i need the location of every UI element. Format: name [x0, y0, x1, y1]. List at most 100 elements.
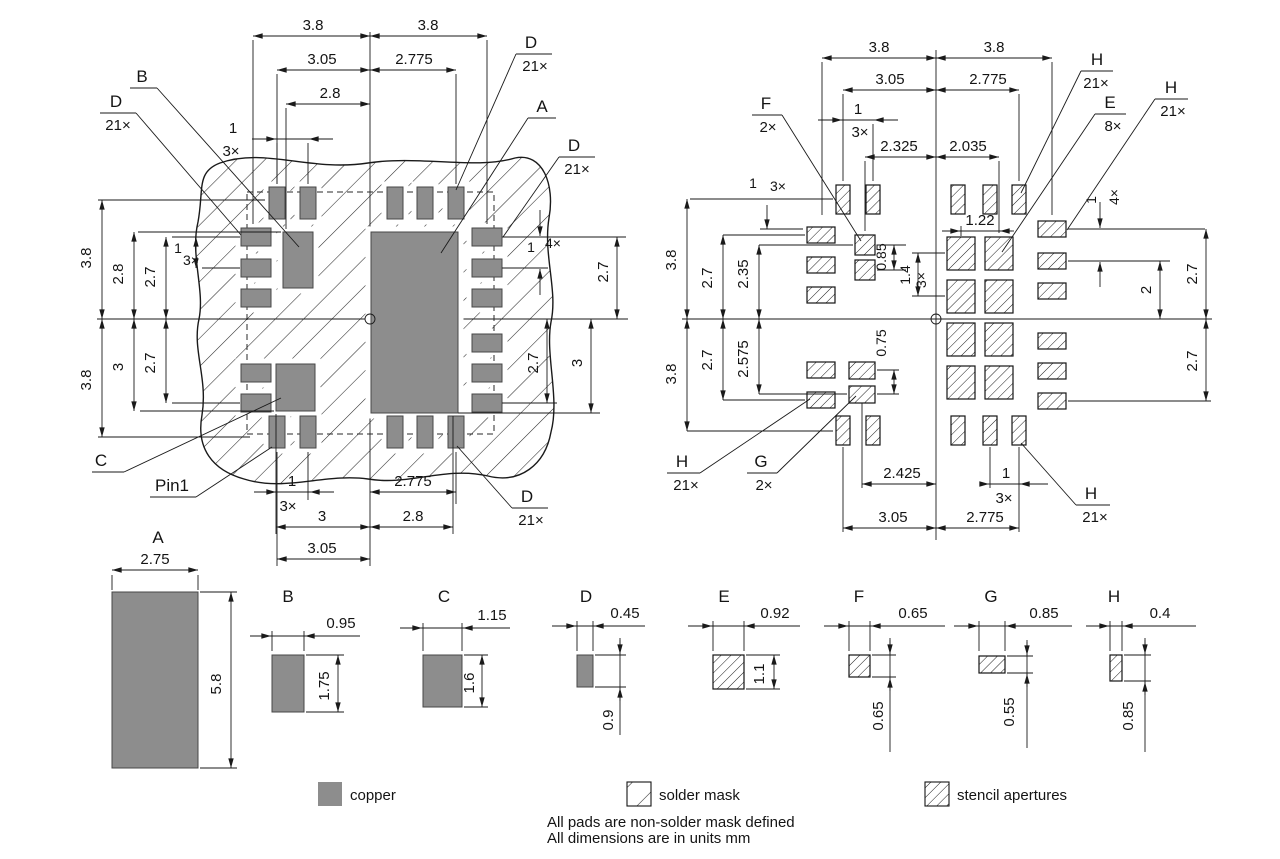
legend-solder-mask-label: solder mask [659, 787, 740, 804]
aperture-f [854, 234, 876, 256]
detail-width: 0.65 [898, 605, 927, 622]
ref-qty: 21× [522, 58, 547, 75]
dim-value: 0.75 [873, 329, 889, 356]
dim-qty: 4× [1106, 189, 1122, 205]
aperture-h [1011, 184, 1027, 215]
stencil-swatch [924, 781, 950, 807]
pad-detail-g: G 0.85 0.55 [954, 587, 1072, 748]
ref-qty: 21× [564, 161, 589, 178]
ref-qty: 21× [673, 477, 698, 494]
pad-d [471, 393, 503, 413]
aperture-h [1037, 282, 1067, 300]
dim-value: 2.7 [1184, 264, 1201, 285]
copper-pads [240, 186, 503, 449]
legend-stencil-label: stencil apertures [957, 787, 1067, 804]
ref-label-c: C [95, 451, 107, 470]
dim-value: 2 [1138, 286, 1155, 294]
detail-label: B [282, 587, 293, 606]
dim-value: 1.4 [897, 265, 913, 285]
ref-label-a: A [536, 97, 548, 116]
ref-label-h: H [676, 452, 688, 471]
aperture-e [946, 322, 976, 357]
ref-label-pin1: Pin1 [155, 476, 189, 495]
ref-label-h: H [1165, 78, 1177, 97]
dim-qty: 3× [183, 252, 199, 268]
dim-value: 1 [229, 120, 237, 137]
note-units: All dimensions are in units mm [547, 830, 750, 847]
ref-qty: 21× [1082, 509, 1107, 526]
dim-value: 2.7 [142, 353, 159, 374]
aperture-h [806, 391, 836, 409]
detail-label: E [718, 587, 729, 606]
ref-qty: 2× [755, 477, 772, 494]
detail-width: 0.92 [760, 605, 789, 622]
aperture-h [835, 184, 851, 215]
note-mask-defined: All pads are non-solder mask defined [547, 814, 795, 831]
pad-d [416, 186, 434, 220]
dim-value: 2.425 [883, 465, 921, 482]
dim-value: 2.775 [966, 509, 1004, 526]
pad-shape [111, 591, 199, 769]
pad-detail-f: F 0.65 0.65 [824, 587, 945, 752]
aperture-g [848, 385, 876, 404]
pad-d [299, 415, 317, 449]
dim-value: 2.8 [403, 508, 424, 525]
ref-qty: 2× [759, 119, 776, 136]
pad-detail-h: H 0.4 0.85 [1086, 587, 1196, 752]
pad-detail-e: E 0.92 1.1 [688, 587, 800, 690]
pad-d [240, 258, 272, 278]
pad-d [447, 415, 465, 449]
ref-qty: 21× [105, 117, 130, 134]
detail-label: H [1108, 587, 1120, 606]
detail-width: 0.45 [610, 605, 639, 622]
ref-label-d: D [525, 33, 537, 52]
pad-shape [271, 654, 305, 713]
dim-qty: 4× [545, 235, 561, 251]
aperture-e [946, 365, 976, 400]
detail-width: 0.4 [1150, 605, 1171, 622]
dim-value: 2.7 [699, 350, 716, 371]
dim-value: 2.575 [735, 340, 752, 378]
aperture-shape [848, 654, 871, 678]
dim-value: 3.8 [984, 39, 1005, 56]
dim-value: 2.7 [525, 353, 542, 374]
aperture-shape [1109, 654, 1123, 682]
pad-d [386, 415, 404, 449]
dim-value: 1 [527, 239, 535, 255]
aperture-h [1037, 252, 1067, 270]
dim-value: 2.775 [394, 473, 432, 490]
ref-label-d: D [568, 136, 580, 155]
pad-detail-b: B 0.95 1.75 [250, 587, 360, 713]
dim-qty: 3× [851, 124, 868, 141]
reference-labels: F 2× H 21× E 8× H 21× H 21× G 2× H 21× [667, 50, 1188, 526]
aperture-h [806, 256, 836, 274]
aperture-f [854, 259, 876, 281]
detail-width: 1.15 [477, 607, 506, 624]
pad-shape [422, 654, 463, 708]
dim-value: 2.775 [969, 71, 1007, 88]
dim-value: 2.7 [1184, 351, 1201, 372]
dim-value: 1.22 [965, 212, 994, 229]
dim-value: 3 [569, 359, 586, 367]
detail-height: 1.75 [316, 671, 333, 700]
pad-d [416, 415, 434, 449]
ref-label-d: D [521, 487, 533, 506]
detail-label: F [854, 587, 864, 606]
dim-value: 3.05 [307, 540, 336, 557]
detail-width: 0.95 [326, 615, 355, 632]
aperture-e [984, 322, 1014, 357]
dim-value: 3.05 [875, 71, 904, 88]
aperture-e [984, 365, 1014, 400]
pad-d [240, 227, 272, 247]
legend-copper-label: copper [350, 787, 396, 804]
dim-value: 2.7 [699, 268, 716, 289]
extension-lines [98, 40, 626, 566]
ref-label-d: D [110, 92, 122, 111]
dim-value: 2.35 [735, 259, 752, 288]
dimensions: 3.8 3.8 3.05 2.775 2.8 1 3× 3.8 2.8 2.7 … [78, 17, 620, 562]
ref-qty: 8× [1104, 118, 1121, 135]
aperture-h [982, 184, 998, 215]
detail-width: 0.85 [1029, 605, 1058, 622]
extension-lines [687, 62, 1211, 532]
